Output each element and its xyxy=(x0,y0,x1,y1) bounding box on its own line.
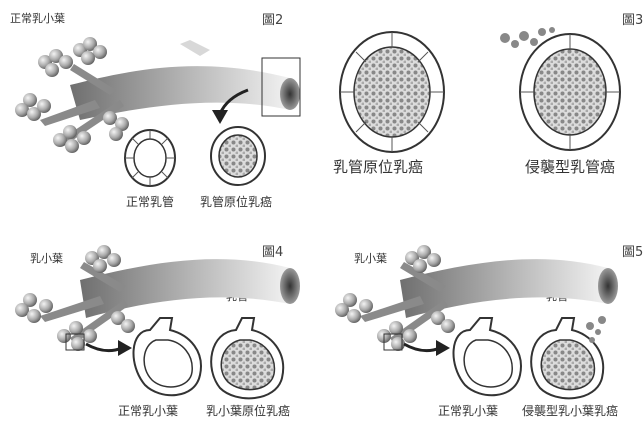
figure3-label: 圖3 xyxy=(622,13,643,28)
caption-invasive-ductal: 侵襲型乳管癌 xyxy=(525,158,615,176)
caption-normal-duct: 正常乳管 xyxy=(126,194,174,209)
label-lobule: 乳小葉 xyxy=(354,251,387,265)
invasive-lobular-section xyxy=(531,316,606,398)
duct-opening xyxy=(280,268,300,304)
normal-lobule-section xyxy=(134,318,201,395)
invasive-ductal-section xyxy=(500,27,620,150)
figure5-label: 圖5 xyxy=(622,245,643,260)
arrow xyxy=(404,344,440,351)
arrow xyxy=(86,344,122,351)
panel-invasive-lobular: 圖5 乳小葉 乳管 xyxy=(335,245,643,418)
caption-lcis: 乳小葉原位乳癌 xyxy=(206,403,290,418)
figure4-label: 圖4 xyxy=(262,245,283,260)
arrow-head xyxy=(436,340,450,356)
figure2-label: 圖2 xyxy=(262,13,283,28)
caption-dcis: 乳管原位乳癌 xyxy=(200,194,272,209)
panel-lobule-carcinoma: 圖4 乳小葉 乳管 正常乳小葉 乳小葉原位乳癌 xyxy=(15,245,300,418)
panel1-title: 正常乳小葉 xyxy=(10,11,65,25)
normal-duct-section xyxy=(125,130,175,186)
duct-opening xyxy=(598,268,618,304)
normal-lobule-section xyxy=(454,318,521,395)
caption-invasive-lobular: 侵襲型乳小葉乳癌 xyxy=(522,403,618,418)
arrow-head xyxy=(212,110,228,124)
panel-normal-lobule: 正常乳小葉 圖2 xyxy=(10,11,300,209)
caption-normal-lobule: 正常乳小葉 xyxy=(118,404,178,418)
caption-normal-lobule: 正常乳小葉 xyxy=(438,404,498,418)
lcis-section xyxy=(211,318,283,398)
dcis-large-section xyxy=(340,32,444,152)
dcis-section xyxy=(211,127,265,185)
label-lobule: 乳小葉 xyxy=(30,251,63,265)
panel-duct-cancer: 圖3 乳管原位乳癌 侵襲型乳管癌 xyxy=(333,13,643,176)
caption-dcis-large: 乳管原位乳癌 xyxy=(333,158,423,176)
arrow-head xyxy=(118,340,132,356)
duct-opening xyxy=(280,78,300,110)
duct-branch xyxy=(180,40,210,56)
